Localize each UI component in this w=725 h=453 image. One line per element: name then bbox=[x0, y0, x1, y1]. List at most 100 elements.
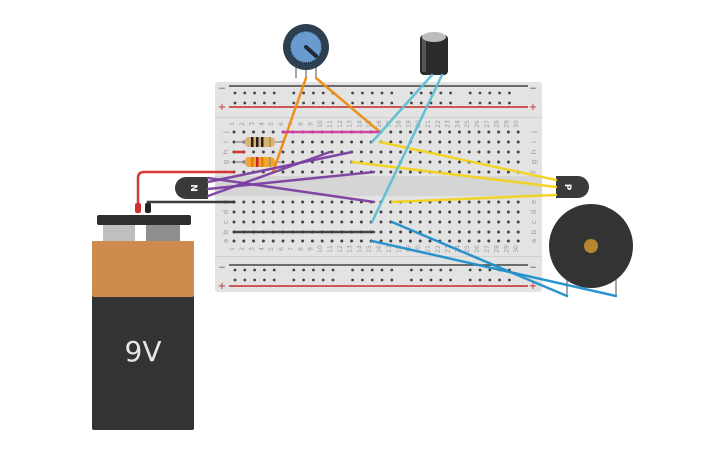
breadboard-hole[interactable] bbox=[242, 170, 246, 174]
breadboard-hole[interactable] bbox=[457, 140, 461, 144]
breadboard-hole[interactable] bbox=[320, 150, 324, 154]
breadboard-hole[interactable] bbox=[448, 200, 452, 204]
bottom-rail-hole[interactable] bbox=[419, 278, 423, 282]
breadboard-hole[interactable] bbox=[320, 200, 324, 204]
breadboard-hole[interactable] bbox=[438, 140, 442, 144]
breadboard-hole[interactable] bbox=[408, 220, 412, 224]
top-rail-hole[interactable] bbox=[508, 101, 511, 105]
bottom-rail-hole[interactable] bbox=[449, 278, 452, 282]
breadboard-hole[interactable] bbox=[516, 160, 520, 164]
breadboard-hole[interactable] bbox=[350, 200, 354, 204]
top-rail-hole[interactable] bbox=[429, 91, 433, 95]
breadboard-hole[interactable] bbox=[477, 140, 481, 144]
breadboard-hole[interactable] bbox=[261, 150, 265, 154]
breadboard-hole[interactable] bbox=[497, 200, 501, 204]
breadboard-hole[interactable] bbox=[477, 230, 481, 234]
breadboard-hole[interactable] bbox=[261, 239, 265, 243]
breadboard-hole[interactable] bbox=[428, 239, 432, 243]
breadboard-hole[interactable] bbox=[291, 200, 295, 204]
bottom-rail-hole[interactable] bbox=[488, 268, 492, 272]
breadboard-hole[interactable] bbox=[281, 220, 285, 224]
breadboard-hole[interactable] bbox=[516, 130, 520, 134]
wire-cyan-2[interactable] bbox=[370, 73, 444, 224]
breadboard-hole[interactable] bbox=[506, 239, 510, 243]
breadboard-hole[interactable] bbox=[310, 200, 314, 204]
bottom-rail-hole[interactable] bbox=[243, 278, 247, 282]
breadboard-hole[interactable] bbox=[418, 130, 422, 134]
breadboard-hole[interactable] bbox=[487, 210, 491, 214]
breadboard-hole[interactable] bbox=[428, 130, 432, 134]
bottom-rail-hole[interactable] bbox=[439, 278, 443, 282]
breadboard-hole[interactable] bbox=[271, 130, 275, 134]
breadboard-hole[interactable] bbox=[330, 210, 334, 214]
bottom-rail-hole[interactable] bbox=[468, 268, 472, 272]
bottom-rail-hole[interactable] bbox=[351, 268, 354, 272]
breadboard-hole[interactable] bbox=[399, 170, 403, 174]
breadboard-hole[interactable] bbox=[271, 239, 275, 243]
breadboard-hole[interactable] bbox=[408, 239, 412, 243]
breadboard-hole[interactable] bbox=[448, 130, 452, 134]
breadboard-hole[interactable] bbox=[281, 150, 285, 154]
breadboard-hole[interactable] bbox=[457, 170, 461, 174]
top-rail-hole[interactable] bbox=[272, 101, 276, 105]
transistor-pnp[interactable]: P bbox=[556, 176, 589, 198]
breadboard-hole[interactable] bbox=[320, 239, 324, 243]
breadboard-hole[interactable] bbox=[359, 140, 363, 144]
breadboard-hole[interactable] bbox=[291, 220, 295, 224]
bottom-rail-hole[interactable] bbox=[253, 278, 256, 282]
top-rail-hole[interactable] bbox=[508, 91, 511, 95]
breadboard-hole[interactable] bbox=[399, 130, 403, 134]
breadboard-hole[interactable] bbox=[516, 150, 520, 154]
breadboard-hole[interactable] bbox=[477, 239, 481, 243]
breadboard-hole[interactable] bbox=[497, 150, 501, 154]
bottom-rail-hole[interactable] bbox=[312, 268, 315, 272]
breadboard-hole[interactable] bbox=[252, 130, 256, 134]
breadboard-hole[interactable] bbox=[252, 210, 256, 214]
breadboard-hole[interactable] bbox=[448, 150, 452, 154]
wire-blue-2[interactable] bbox=[390, 220, 569, 298]
bottom-rail-hole[interactable] bbox=[508, 278, 511, 282]
breadboard-hole[interactable] bbox=[389, 239, 393, 243]
wire-red-battery[interactable] bbox=[136, 170, 236, 214]
top-rail-hole[interactable] bbox=[380, 91, 384, 95]
breadboard-hole[interactable] bbox=[497, 140, 501, 144]
bottom-rail-hole[interactable] bbox=[390, 278, 394, 282]
breadboard-hole[interactable] bbox=[516, 200, 520, 204]
breadboard-hole[interactable] bbox=[399, 239, 403, 243]
breadboard-hole[interactable] bbox=[232, 239, 236, 243]
wire-yellow-2[interactable] bbox=[350, 160, 558, 189]
breadboard-hole[interactable] bbox=[428, 210, 432, 214]
bottom-rail-hole[interactable] bbox=[478, 268, 482, 272]
bottom-rail-hole[interactable] bbox=[429, 268, 433, 272]
breadboard-hole[interactable] bbox=[448, 220, 452, 224]
breadboard-hole[interactable] bbox=[291, 140, 295, 144]
breadboard-hole[interactable] bbox=[516, 230, 520, 234]
capacitor[interactable] bbox=[420, 32, 448, 75]
breadboard-hole[interactable] bbox=[477, 210, 481, 214]
breadboard-hole[interactable] bbox=[350, 220, 354, 224]
breadboard-hole[interactable] bbox=[359, 210, 363, 214]
breadboard-hole[interactable] bbox=[487, 239, 491, 243]
bottom-rail-hole[interactable] bbox=[410, 278, 413, 282]
top-rail-hole[interactable] bbox=[312, 101, 315, 105]
breadboard-hole[interactable] bbox=[330, 150, 334, 154]
breadboard-hole[interactable] bbox=[261, 130, 265, 134]
breadboard-hole[interactable] bbox=[271, 220, 275, 224]
bottom-rail-hole[interactable] bbox=[243, 268, 247, 272]
bottom-rail-hole[interactable] bbox=[361, 268, 364, 272]
breadboard-hole[interactable] bbox=[497, 130, 501, 134]
bottom-rail-hole[interactable] bbox=[468, 278, 472, 282]
breadboard-hole[interactable] bbox=[467, 200, 471, 204]
breadboard-hole[interactable] bbox=[281, 170, 285, 174]
top-rail-hole[interactable] bbox=[243, 101, 247, 105]
breadboard-hole[interactable] bbox=[389, 210, 393, 214]
top-rail-hole[interactable] bbox=[243, 91, 247, 95]
breadboard-hole[interactable] bbox=[448, 230, 452, 234]
breadboard-hole[interactable] bbox=[261, 220, 265, 224]
breadboard-hole[interactable] bbox=[516, 220, 520, 224]
breadboard-hole[interactable] bbox=[271, 210, 275, 214]
breadboard-hole[interactable] bbox=[301, 220, 305, 224]
breadboard-hole[interactable] bbox=[291, 170, 295, 174]
breadboard-hole[interactable] bbox=[301, 210, 305, 214]
breadboard-hole[interactable] bbox=[242, 239, 246, 243]
